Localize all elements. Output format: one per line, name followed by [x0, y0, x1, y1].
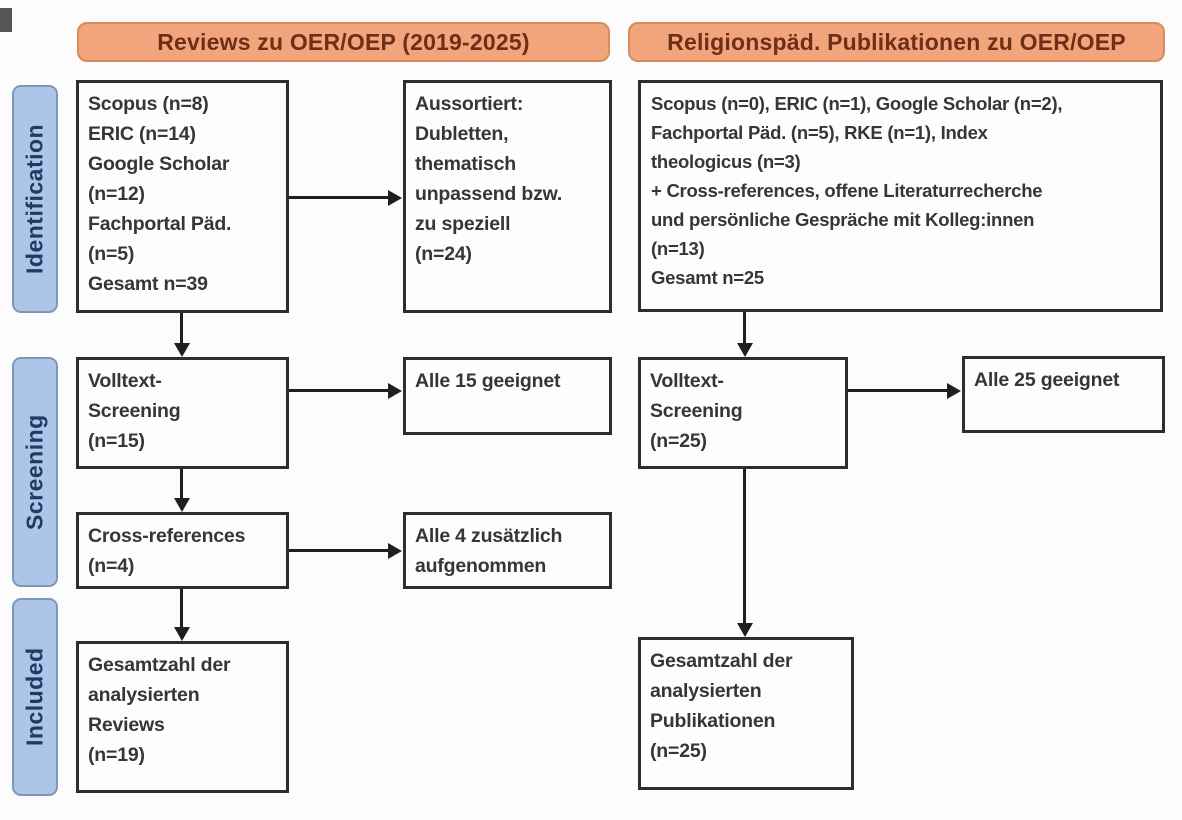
arrow-right-fulltext-to-total [736, 469, 753, 637]
flow-box-right-eligible: Alle 25 geeignet [962, 356, 1165, 433]
flow-box-left-sources: Scopus (n=8) ERIC (n=14) Google Scholar … [76, 80, 289, 313]
stage-label-screening: Screening [12, 357, 58, 587]
scan-artifact [0, 8, 12, 32]
column-header-reviews: Reviews zu OER/OEP (2019-2025) [77, 22, 610, 62]
stage-label-identification: Identification [12, 85, 58, 313]
arrow-left-sources-to-excluded [289, 189, 402, 206]
arrow-left-fulltext-to-eligible [289, 382, 402, 399]
flow-box-right-fulltext-screening: Volltext- Screening (n=25) [638, 357, 848, 469]
flow-box-left-cross-references: Cross-references (n=4) [76, 512, 289, 589]
flow-box-left-fulltext-screening: Volltext- Screening (n=15) [76, 357, 289, 469]
flow-box-right-sources: Scopus (n=0), ERIC (n=1), Google Scholar… [638, 80, 1163, 312]
flow-box-left-crossref-added: Alle 4 zusätzlich aufgenommen [403, 512, 612, 589]
column-header-religionspaed-publikationen: Religionspäd. Publikationen zu OER/OEP [628, 22, 1165, 62]
arrow-left-fulltext-to-crossref [173, 469, 190, 512]
arrow-left-sources-to-fulltext [173, 313, 190, 357]
flow-box-left-total-reviews: Gesamtzahl der analysierten Reviews (n=1… [76, 641, 289, 793]
arrow-left-crossref-to-total [173, 589, 190, 641]
stage-label-included: Included [12, 598, 58, 796]
arrow-left-crossref-to-added [289, 542, 402, 559]
flow-box-left-eligible: Alle 15 geeignet [403, 357, 612, 435]
arrow-right-fulltext-to-eligible [848, 382, 961, 399]
flow-box-left-excluded: Aussortiert: Dubletten, thematisch unpas… [403, 80, 612, 313]
flow-box-right-total-publikationen: Gesamtzahl der analysierten Publikatione… [638, 637, 854, 790]
arrow-right-sources-to-fulltext [736, 312, 753, 357]
